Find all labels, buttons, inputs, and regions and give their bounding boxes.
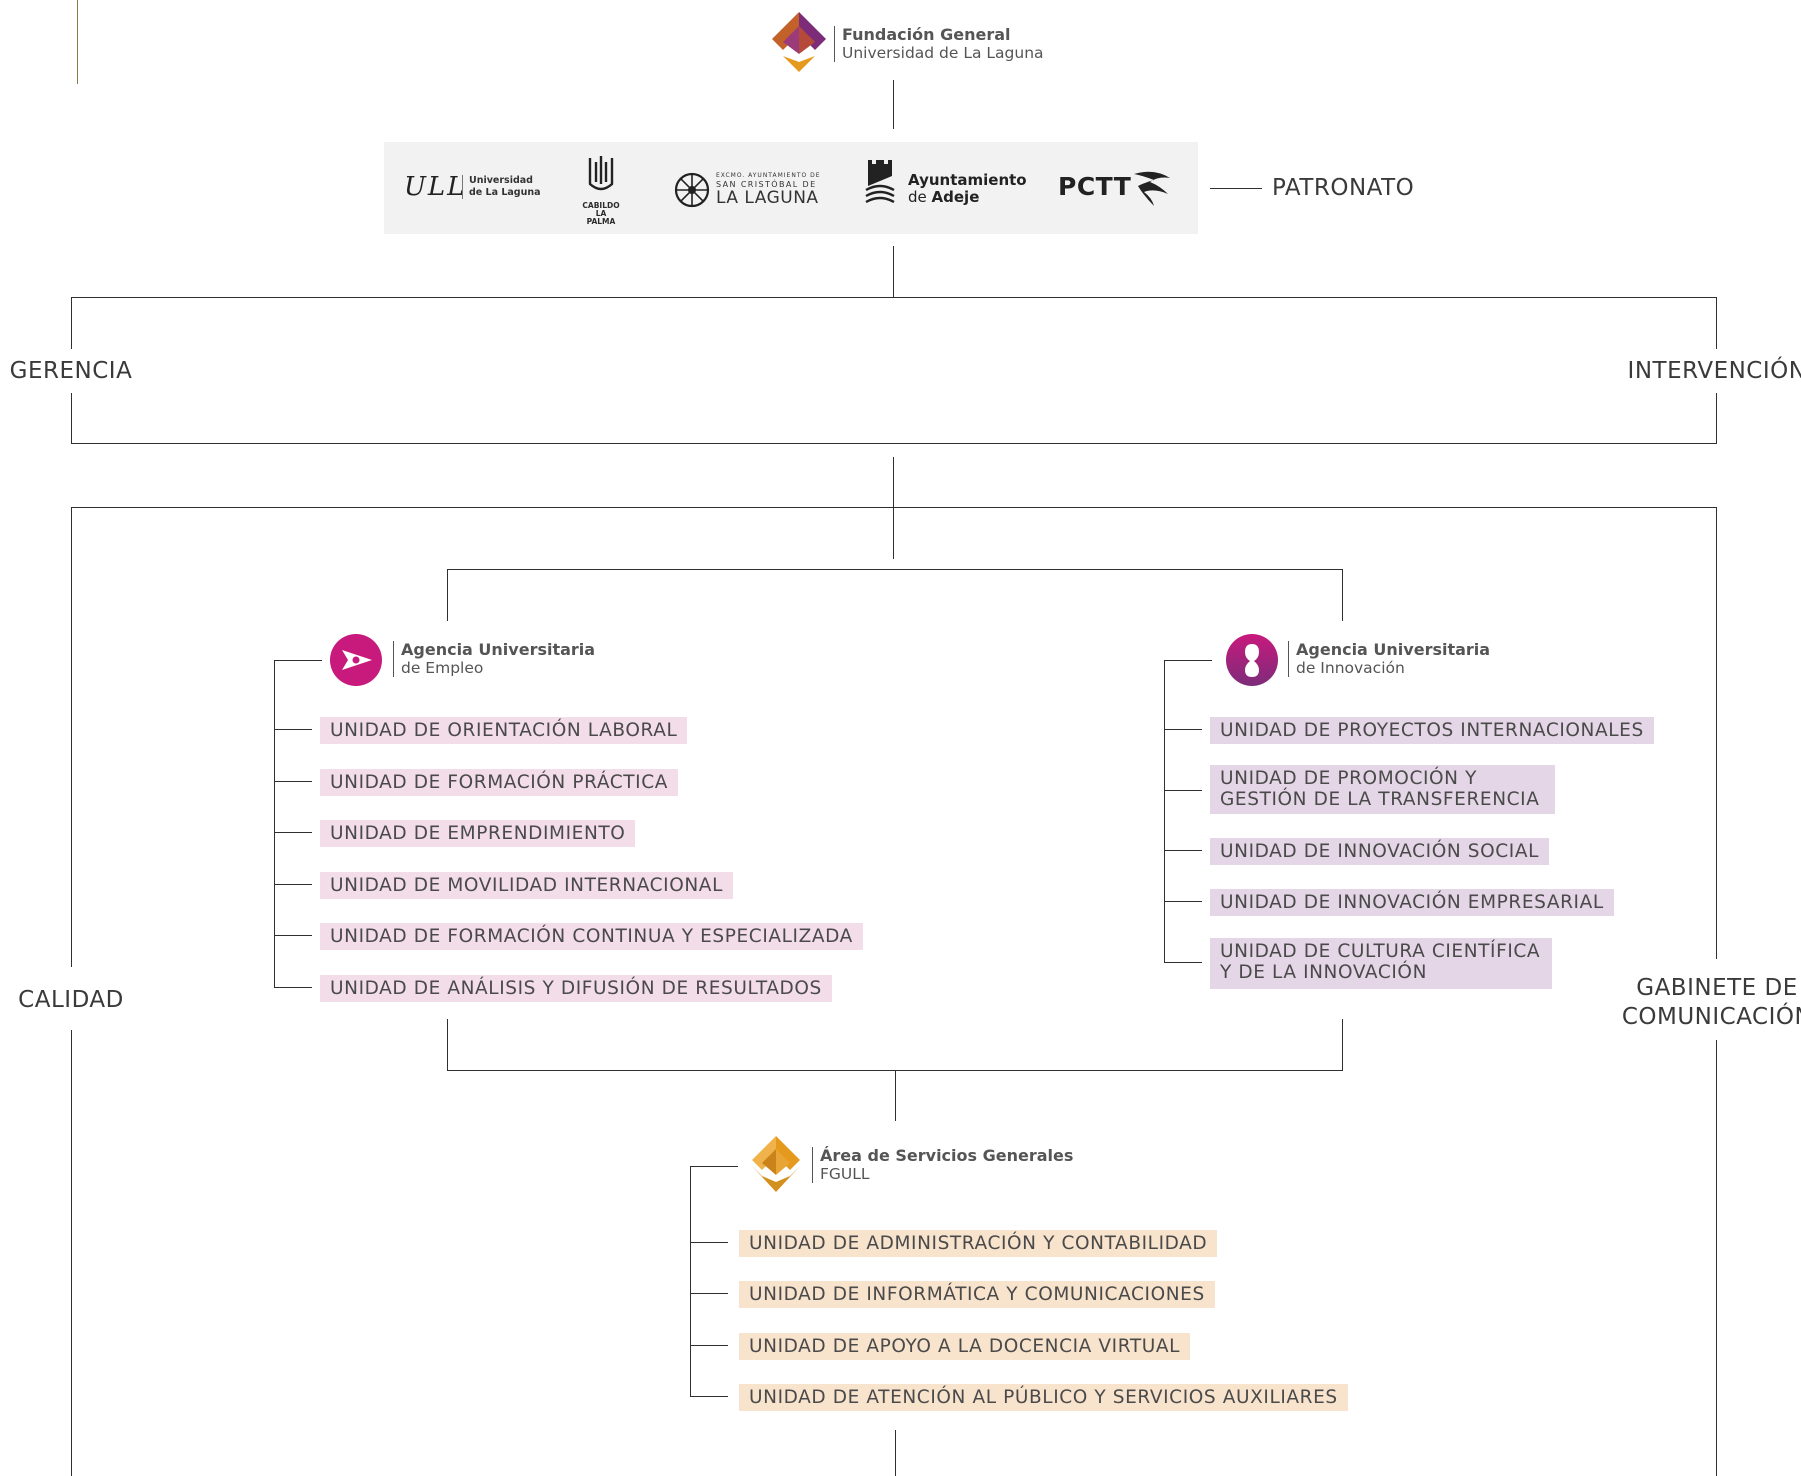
tree-line	[690, 1293, 728, 1295]
tree-line	[1164, 901, 1202, 903]
tree-line	[274, 832, 312, 834]
tree-line	[690, 1166, 738, 1168]
innovacion-unit: UNIDAD DE CULTURA CIENTÍFICA Y DE LA INN…	[1210, 938, 1553, 989]
tree-line	[690, 1345, 728, 1347]
fgull-logo	[770, 12, 828, 76]
tree-line	[690, 1242, 728, 1244]
fgull-title: Fundación General	[842, 25, 1011, 44]
connector	[1210, 188, 1262, 190]
connector	[893, 80, 895, 129]
cabildo-logo: CABILDO LA PALMA	[581, 154, 621, 226]
innovacion-logo	[1226, 634, 1278, 690]
patronato-box: ULL Universidad de La Laguna CABILDO LA …	[384, 142, 1198, 234]
bracket-line	[1342, 569, 1344, 621]
castle-icon	[865, 160, 895, 204]
bracket-line	[447, 1019, 449, 1071]
innovacion-unit: UNIDAD DE PROMOCIÓN Y GESTIÓN DE LA TRAN…	[1210, 765, 1556, 814]
tree-line	[1164, 660, 1166, 963]
innovacion-unit: UNIDAD DE PROYECTOS INTERNACIONALES	[1210, 717, 1654, 744]
sancristobal-logo	[674, 172, 710, 212]
tree-line	[690, 1166, 692, 1397]
patronato-label: PATRONATO	[1272, 175, 1415, 201]
tree-line	[274, 781, 312, 783]
tree-line	[1164, 790, 1202, 792]
servicios-unit: UNIDAD DE ATENCIÓN AL PÚBLICO Y SERVICIO…	[739, 1384, 1348, 1411]
sancristobal-text: EXCMO. AYUNTAMIENTO DE SAN CRISTÓBAL DE …	[716, 172, 821, 208]
tree-line	[274, 660, 322, 662]
tree-line	[690, 1396, 728, 1398]
connector	[893, 246, 895, 297]
tree-line	[1164, 660, 1212, 662]
empleo-unit: UNIDAD DE FORMACIÓN PRÁCTICA	[320, 769, 678, 796]
empleo-unit: UNIDAD DE FORMACIÓN CONTINUA Y ESPECIALI…	[320, 923, 863, 950]
connector	[895, 1430, 897, 1476]
empleo-logo-text: Agencia Universitaria de Empleo	[393, 641, 595, 677]
wheel-icon	[674, 172, 710, 208]
frame-line	[71, 297, 73, 349]
connector	[895, 1070, 897, 1121]
servicios-unit: UNIDAD DE ADMINISTRACIÓN Y CONTABILIDAD	[739, 1230, 1218, 1257]
servicios-logo-text: Área de Servicios Generales FGULL	[812, 1147, 1073, 1183]
tree-line	[274, 884, 312, 886]
empleo-logo-icon	[330, 634, 382, 686]
innovacion-logo-icon	[1226, 634, 1278, 686]
frame-line	[1716, 393, 1718, 444]
servicios-unit: UNIDAD DE INFORMÁTICA Y COMUNICACIONES	[739, 1281, 1215, 1308]
innovacion-unit: UNIDAD DE INNOVACIÓN EMPRESARIAL	[1210, 889, 1614, 916]
bracket-line	[1342, 1019, 1344, 1071]
ull-mark: ULL	[404, 172, 467, 202]
tree-line	[1164, 729, 1202, 731]
fgull-subtitle: Universidad de La Laguna	[842, 44, 1044, 62]
gabinete-label: GABINETE DE COMUNICACIÓN	[1621, 975, 1801, 1030]
ull-text: Universidad de La Laguna	[462, 175, 541, 199]
tree-line	[274, 660, 276, 988]
bracket-line	[447, 569, 449, 621]
tree-line	[274, 987, 312, 989]
frame-line	[1716, 507, 1718, 959]
empleo-unit: UNIDAD DE ORIENTACIÓN LABORAL	[320, 717, 688, 744]
frame-line	[1716, 297, 1718, 349]
bracket-line	[447, 569, 1343, 571]
frame-line	[71, 1030, 73, 1476]
tree-line	[274, 935, 312, 937]
servicios-logo	[750, 1136, 802, 1202]
innovacion-unit: UNIDAD DE INNOVACIÓN SOCIAL	[1210, 838, 1550, 865]
gerencia-label: GERENCIA	[9, 358, 133, 384]
empleo-unit: UNIDAD DE MOVILIDAD INTERNACIONAL	[320, 872, 733, 899]
intervencion-label: INTERVENCIÓN	[1627, 358, 1801, 384]
adeje-logo	[862, 156, 898, 214]
fgull-logo-icon	[772, 12, 826, 72]
frame-line	[71, 297, 1717, 299]
tree-line	[1164, 850, 1202, 852]
fgull-logo-text: Fundación General Universidad de La Lagu…	[834, 26, 1044, 62]
tree-line	[1164, 962, 1202, 964]
frame-line	[1716, 1040, 1718, 1476]
empleo-unit: UNIDAD DE EMPRENDIMIENTO	[320, 820, 636, 847]
calidad-label: CALIDAD	[18, 987, 124, 1013]
pctt-swirl-icon	[1130, 166, 1176, 212]
pctt-logo: PCTT	[1058, 172, 1132, 201]
tree-line	[274, 729, 312, 731]
servicios-unit: UNIDAD DE APOYO A LA DOCENCIA VIRTUAL	[739, 1333, 1191, 1360]
frame-line	[71, 507, 73, 967]
frame-line	[71, 443, 1717, 445]
adeje-text: Ayuntamiento de Adeje	[908, 171, 1027, 206]
frame-line	[71, 393, 73, 444]
innovacion-logo-text: Agencia Universitaria de Innovación	[1288, 641, 1490, 677]
ull-logo: ULL	[404, 172, 466, 202]
tower-icon	[588, 156, 614, 191]
empleo-logo	[330, 634, 382, 690]
frame-line	[71, 507, 1717, 509]
decorative-line	[77, 0, 79, 84]
empleo-unit: UNIDAD DE ANÁLISIS Y DIFUSIÓN DE RESULTA…	[320, 975, 832, 1002]
servicios-logo-icon	[752, 1136, 800, 1192]
